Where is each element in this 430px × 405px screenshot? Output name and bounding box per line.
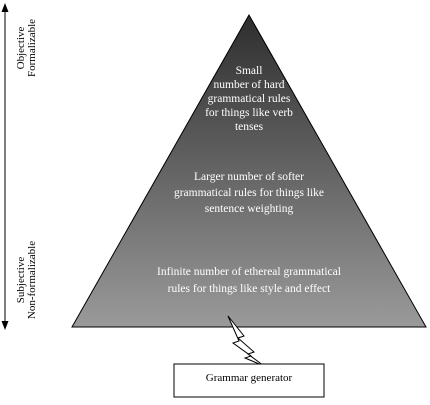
axis-label-non-formalizable: Non-formalizable	[26, 241, 38, 319]
tier-middle-line-3: sentence weighting	[205, 203, 294, 215]
axis-label-subjective: Subjective	[15, 257, 27, 304]
tier-top-line-2: number of hard	[214, 79, 285, 91]
axis-arrow-head-top	[1, 3, 9, 12]
axis-label-top: Objective Formalizable	[15, 19, 38, 77]
pyramid-tier-bottom: Infinite number of ethereal grammatical …	[157, 266, 341, 295]
pyramid-tier-top: Small number of hard grammatical rules f…	[205, 65, 293, 133]
tier-bottom-line-2: rules for things like style and effect	[168, 283, 331, 295]
axis-arrow-head-bottom	[1, 321, 9, 330]
tier-top-line-3: grammatical rules	[208, 93, 291, 105]
axis-label-formalizable: Formalizable	[26, 19, 38, 77]
pyramid-triangle	[71, 13, 427, 328]
tier-top-line-1: Small	[236, 65, 263, 77]
generator-label: Grammar generator	[206, 372, 293, 384]
tier-top-line-4: for things like verb	[205, 107, 293, 119]
grammar-generator-box: Grammar generator	[173, 363, 325, 398]
tier-middle-line-1: Larger number of softer	[194, 171, 304, 183]
tier-top-line-5: tenses	[235, 121, 264, 133]
axis-label-bottom: Subjective Non-formalizable	[15, 241, 38, 319]
tier-bottom-line-1: Infinite number of ethereal grammatical	[157, 266, 341, 278]
generator-rect	[173, 363, 325, 398]
pyramid-tier-middle: Larger number of softer grammatical rule…	[174, 171, 324, 215]
objectivity-axis	[1, 3, 9, 330]
tier-middle-line-2: grammatical rules for things like	[174, 187, 324, 199]
axis-label-objective: Objective	[15, 27, 27, 70]
